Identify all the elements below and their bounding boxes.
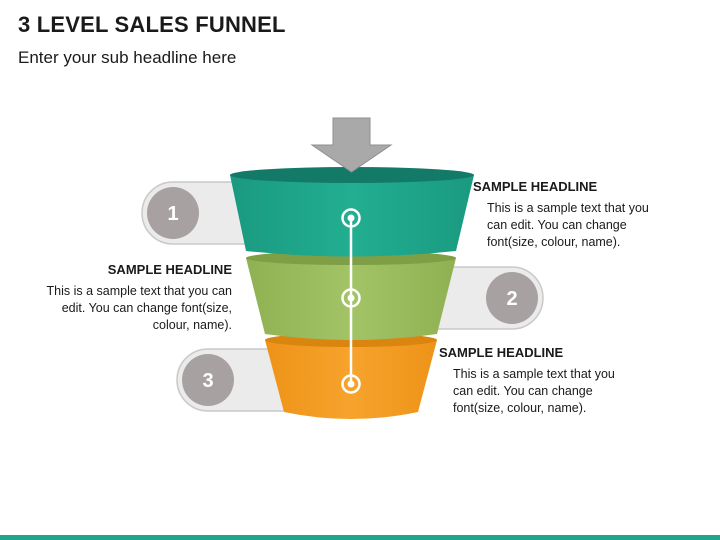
page-title: 3 LEVEL SALES FUNNEL <box>18 12 286 37</box>
level-1-node <box>341 208 361 228</box>
level-2-text-block: SAMPLE HEADLINE This is a sample text th… <box>42 262 232 334</box>
level-3-number: 3 <box>202 370 213 392</box>
level-3-tab: 3 <box>176 348 291 412</box>
level-1-number: 1 <box>167 203 178 225</box>
funnel-level-1-body <box>230 169 474 257</box>
level-3-node-dot <box>347 380 355 388</box>
level-1-number-circle <box>147 187 199 239</box>
level-2-node <box>341 288 361 308</box>
level-1-node-dot <box>347 214 355 222</box>
level-2-number-circle <box>486 272 538 324</box>
level-2-node-ring <box>341 288 361 308</box>
down-arrow-icon <box>310 117 393 173</box>
footer-accent-bar <box>0 535 720 540</box>
level-3-text-block: SAMPLE HEADLINE This is a sample text th… <box>439 345 629 417</box>
level-3-node <box>341 374 361 394</box>
level-3-node-ring <box>341 374 361 394</box>
level-3-headline: SAMPLE HEADLINE <box>439 345 564 360</box>
level-2-headline: SAMPLE HEADLINE <box>107 262 232 277</box>
level-1-body-text: This is a sample text that you can edit.… <box>487 201 649 249</box>
level-2-tab: 2 <box>429 266 544 330</box>
level-2-node-dot <box>347 294 355 302</box>
level-1-text-block: SAMPLE HEADLINE This is a sample text th… <box>473 179 663 251</box>
level-3-number-circle <box>182 354 234 406</box>
page-subtitle: Enter your sub headline here <box>18 48 237 67</box>
level-1-tab: 1 <box>141 181 251 245</box>
level-2-number: 2 <box>506 288 517 310</box>
level-1-node-ring <box>341 208 361 228</box>
funnel-level-1-rim <box>230 167 474 183</box>
level-1-headline: SAMPLE HEADLINE <box>473 179 598 194</box>
level-2-body-text: This is a sample text that you can edit.… <box>46 284 232 332</box>
funnel-level-1 <box>230 167 474 257</box>
level-3-body-text: This is a sample text that you can edit.… <box>453 367 615 415</box>
